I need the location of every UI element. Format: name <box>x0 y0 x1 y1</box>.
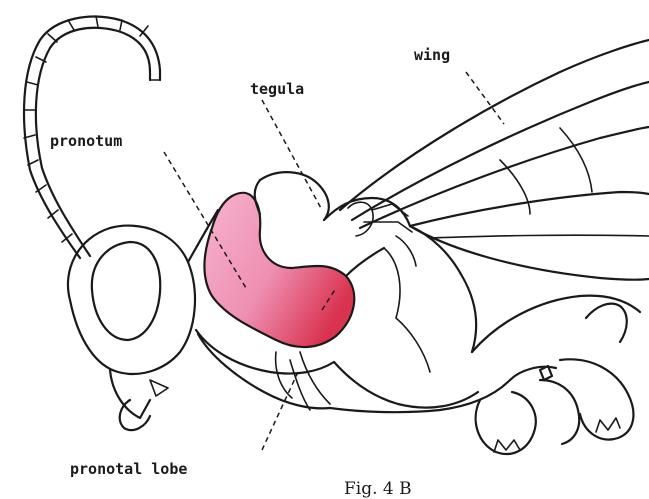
leader-wing <box>466 72 504 124</box>
leader-pronotal-lobe <box>262 372 298 450</box>
head <box>68 226 195 430</box>
figure-caption: Fig. 4 B <box>344 479 412 499</box>
pronotum-highlight <box>204 193 354 347</box>
label-pronotal-lobe: pronotal lobe <box>70 460 187 478</box>
legs <box>472 296 640 454</box>
label-wing: wing <box>414 46 450 64</box>
label-tegula: tegula <box>250 80 304 98</box>
label-pronotum: pronotum <box>50 132 122 150</box>
wing <box>340 40 649 280</box>
leader-tegula <box>262 100 322 210</box>
